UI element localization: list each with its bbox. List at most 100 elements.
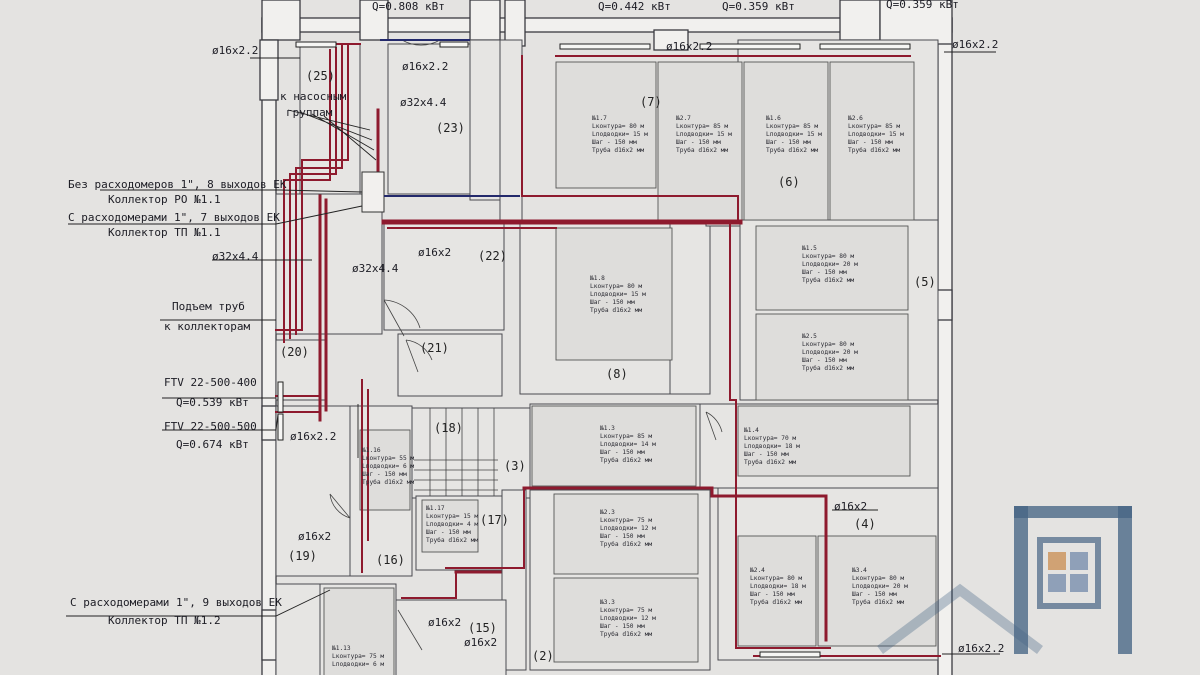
svg-text:№2.5: №2.5 xyxy=(802,333,817,340)
svg-text:Труба d16x2 мм: Труба d16x2 мм xyxy=(802,364,854,372)
loop-spec: №1.4 Lконтура= 70 м Lподводки= 18 м Шаг … xyxy=(744,427,800,466)
room-number: (5) xyxy=(914,275,936,289)
svg-text:№1.6: №1.6 xyxy=(766,115,781,122)
svg-text:№2.4: №2.4 xyxy=(750,567,765,574)
svg-text:Шаг - 150 мм: Шаг - 150 мм xyxy=(592,139,637,146)
room-number: (25) xyxy=(306,69,335,83)
svg-text:Lконтура= 75 м: Lконтура= 75 м xyxy=(332,653,384,660)
top-power-2: Q=0.442 кВт xyxy=(598,0,671,13)
room-number: (2) xyxy=(532,649,554,663)
svg-text:Lконтура= 70 м: Lконтура= 70 м xyxy=(744,435,796,442)
svg-text:Lконтура= 80 м: Lконтура= 80 м xyxy=(590,283,642,290)
building-walls xyxy=(259,0,953,675)
svg-text:Lконтура= 85 м: Lконтура= 85 м xyxy=(848,123,900,130)
svg-text:Lподводки= 18 м: Lподводки= 18 м xyxy=(744,443,800,450)
callout-manifold-tp-1-1-line1: С расходомерами 1", 7 выходов ЕК xyxy=(68,211,280,224)
loop-spec: №2.5 Lконтура= 80 м Lподводки= 20 м Шаг … xyxy=(802,333,858,372)
svg-text:Шаг - 150 мм: Шаг - 150 мм xyxy=(750,591,795,598)
room-number: (6) xyxy=(778,175,800,189)
svg-text:Труба d16x2 мм: Труба d16x2 мм xyxy=(766,146,818,154)
pipe-size-label: ø16x2.2 xyxy=(958,642,1004,655)
leader-lines xyxy=(66,51,1000,655)
svg-text:Lподводки= 12 м: Lподводки= 12 м xyxy=(600,525,656,532)
callout-manifold-ro-1-1-line2: Коллектор РО №1.1 xyxy=(108,193,221,206)
pipe-size-label: ø16x2.2 xyxy=(666,40,712,53)
pipe-size-label: ø16x2.2 xyxy=(212,44,258,57)
svg-text:№1.17: №1.17 xyxy=(426,505,445,512)
callout-radiator-500-line2: Q=0.674 кВт xyxy=(176,438,249,451)
pipe-size-label: ø16x2 xyxy=(298,530,331,543)
svg-text:Lконтура= 80 м: Lконтура= 80 м xyxy=(802,253,854,260)
svg-text:№1.13: №1.13 xyxy=(332,645,351,652)
svg-text:Труба d16x2 мм: Труба d16x2 мм xyxy=(426,536,478,544)
svg-text:Lконтура= 85 м: Lконтура= 85 м xyxy=(676,123,728,130)
svg-text:Lконтура= 55 м: Lконтура= 55 м xyxy=(362,455,414,462)
room-number: (20) xyxy=(280,345,309,359)
room-number: (22) xyxy=(478,249,507,263)
pipe-size-label: ø16x2 xyxy=(428,616,461,629)
svg-text:№2.7: №2.7 xyxy=(676,115,691,122)
svg-text:Шаг - 150 мм: Шаг - 150 мм xyxy=(590,299,635,306)
svg-text:Lконтура= 80 м: Lконтура= 80 м xyxy=(802,341,854,348)
svg-text:№1.3: №1.3 xyxy=(600,425,615,432)
svg-text:№1.5: №1.5 xyxy=(802,245,817,252)
pump-group-label-line2: группам xyxy=(286,106,333,119)
svg-text:Труба d16x2 мм: Труба d16x2 мм xyxy=(600,630,652,638)
loop-spec: №3.3 Lконтура= 75 м Lподводки= 12 м Шаг … xyxy=(600,599,656,638)
pump-group-label-line1: к насосным xyxy=(280,90,347,103)
room-number: (23) xyxy=(436,121,465,135)
loop-spec: №2.6 Lконтура= 85 м Lподводки= 15 м Шаг … xyxy=(848,115,904,154)
pipe-size-label: ø16x2.2 xyxy=(290,430,336,443)
svg-text:Шаг - 150 мм: Шаг - 150 мм xyxy=(802,269,847,276)
svg-text:Труба d16x2 мм: Труба d16x2 мм xyxy=(600,540,652,548)
svg-text:№1.4: №1.4 xyxy=(744,427,759,434)
loop-spec: №1.3 Lконтура= 85 м Lподводки= 14 м Шаг … xyxy=(600,425,656,464)
svg-text:Труба d16x2 мм: Труба d16x2 мм xyxy=(362,478,414,486)
svg-text:Труба d16x2 мм: Труба d16x2 мм xyxy=(802,276,854,284)
top-power-1: Q=0.808 кВт xyxy=(372,0,445,13)
loop-spec: №2.3 Lконтура= 75 м Lподводки= 12 м Шаг … xyxy=(600,509,656,548)
svg-text:№1.8: №1.8 xyxy=(590,275,605,282)
loop-spec: №2.7 Lконтура= 85 м Lподводки= 15 м Шаг … xyxy=(676,115,732,154)
svg-text:Шаг - 150 мм: Шаг - 150 мм xyxy=(848,139,893,146)
room-number: (18) xyxy=(434,421,463,435)
svg-text:Шаг - 150 мм: Шаг - 150 мм xyxy=(766,139,811,146)
svg-text:Lконтура= 75 м: Lконтура= 75 м xyxy=(600,517,652,524)
top-power-4: Q=0.359 кВт xyxy=(886,0,959,11)
room-number: (4) xyxy=(854,517,876,531)
svg-text:Lконтура= 85 м: Lконтура= 85 м xyxy=(600,433,652,440)
room-number: (16) xyxy=(376,553,405,567)
svg-text:Lподводки= 15 м: Lподводки= 15 м xyxy=(592,131,648,138)
svg-text:Lконтура= 85 м: Lконтура= 85 м xyxy=(766,123,818,130)
pipe-size-label: ø16x2 xyxy=(464,636,497,649)
svg-text:Lподводки= 20 м: Lподводки= 20 м xyxy=(802,349,858,356)
house-logo-icon xyxy=(877,506,1132,654)
svg-text:Lподводки= 15 м: Lподводки= 15 м xyxy=(848,131,904,138)
svg-text:Lподводки= 20 м: Lподводки= 20 м xyxy=(852,583,908,590)
svg-text:Lконтура= 80 м: Lконтура= 80 м xyxy=(592,123,644,130)
svg-text:Труба d16x2 мм: Труба d16x2 мм xyxy=(744,458,796,466)
room-number: (19) xyxy=(288,549,317,563)
pipe-size-label: ø32x4.4 xyxy=(352,262,399,275)
callout-manifold-tp-1-2-line1: С расходомерами 1", 9 выходов ЕК xyxy=(70,596,282,609)
loop-spec: №3.4 Lконтура= 80 м Lподводки= 20 м Шаг … xyxy=(852,567,908,606)
svg-text:Шаг - 150 мм: Шаг - 150 мм xyxy=(600,533,645,540)
loop-spec: №1.16 Lконтура= 55 м Lподводки= 6 м Шаг … xyxy=(362,447,414,486)
loop-spec: №1.17 Lконтура= 15 м Lподводки= 4 м Шаг … xyxy=(426,505,478,544)
heating-pipes xyxy=(275,39,941,657)
svg-text:Lконтура= 80 м: Lконтура= 80 м xyxy=(852,575,904,582)
svg-text:Lподводки= 15 м: Lподводки= 15 м xyxy=(590,291,646,298)
svg-text:Lподводки= 14 м: Lподводки= 14 м xyxy=(600,441,656,448)
room-number: (15) xyxy=(468,621,497,635)
callout-radiator-400-line1: FTV 22-500-400 xyxy=(164,376,257,389)
callout-manifold-ro-1-1-line1: Без расходомеров 1", 8 выходов ЕК xyxy=(68,178,287,191)
radiators xyxy=(277,41,911,658)
svg-text:Труба d16x2 мм: Труба d16x2 мм xyxy=(600,456,652,464)
svg-text:№1.7: №1.7 xyxy=(592,115,607,122)
svg-text:Шаг - 150 мм: Шаг - 150 мм xyxy=(676,139,721,146)
svg-text:Труба d16x2 мм: Труба d16x2 мм xyxy=(592,146,644,154)
callout-radiator-500-line1: FTV 22-500-500 xyxy=(164,420,257,433)
loop-spec: №1.8 Lконтура= 80 м Lподводки= 15 м Шаг … xyxy=(590,275,646,314)
svg-text:№3.3: №3.3 xyxy=(600,599,615,606)
